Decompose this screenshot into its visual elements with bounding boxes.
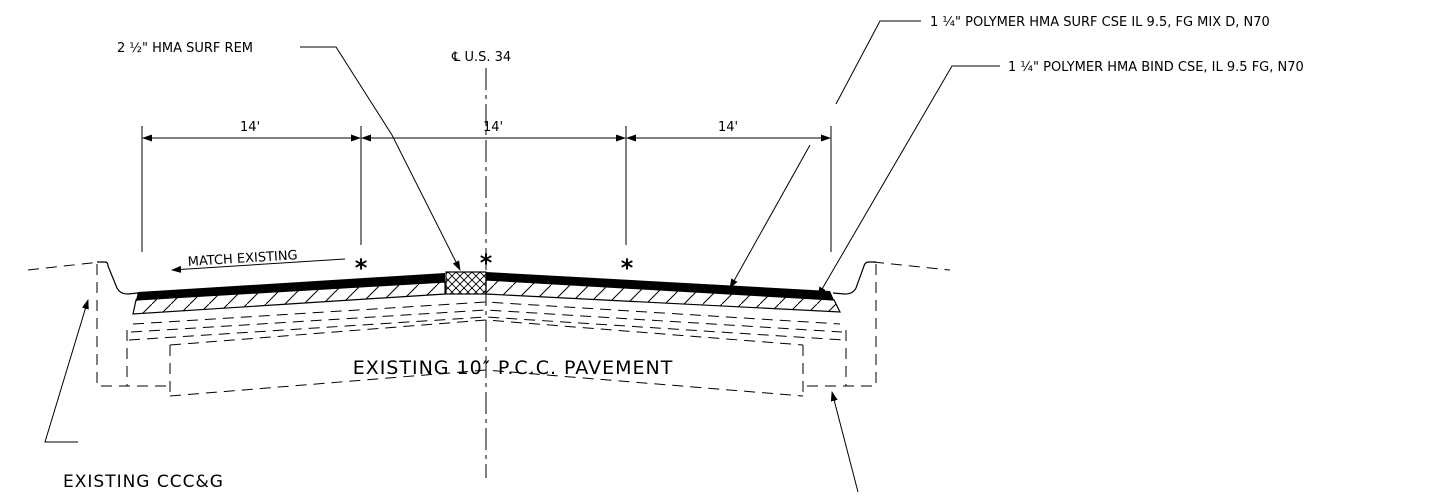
existing-hma-line-3 [128,316,845,341]
dim-label-center: 14' [483,120,503,135]
asterisk-marker-left: * [355,254,368,282]
existing-pavement-label: EXISTING 10″ P.C.C. PAVEMENT [353,357,674,379]
curb-gutter-right [832,261,876,295]
match-existing-arrow [171,258,346,273]
hma-removal-patch [445,271,487,295]
asterisk-marker-right: * [621,254,634,282]
centerline-label: ℄ U.S. 34 [451,50,511,65]
surface-course-arrow [729,144,811,289]
existing-curb-label: EXISTING CCC&G [63,472,224,492]
surface-course-right [486,272,834,300]
match-existing-label: MATCH EXISTING [187,248,298,270]
existing-curb-right-outline [803,264,877,387]
hma-removal-leader [300,46,461,271]
curb-gutter-left [97,261,139,295]
surface-course-label: 1 ¼" POLYMER HMA SURF CSE IL 9.5, FG MIX… [930,15,1270,30]
asterisk-marker-center: * [480,249,493,277]
existing-curb-left-outline [96,264,170,387]
existing-curb-leader-right [830,391,859,493]
binder-course-label: 1 ¼" POLYMER HMA BIND CSE, IL 9.5 FG, N7… [1008,60,1304,75]
dim-label-right: 14' [718,120,738,135]
surface-course-leader [835,20,921,105]
surface-course-left [136,273,445,300]
existing-hma-line-1 [132,301,841,325]
existing-ground-right [872,261,951,271]
binder-course-leader [817,65,1000,297]
hma-removal-label: 2 ½" HMA SURF REM [117,41,253,56]
existing-hma-line-2 [130,309,843,333]
existing-curb-leader-left [44,299,89,443]
dim-label-left: 14' [240,120,260,135]
existing-pcc-bottom [169,369,804,397]
existing-ground-left [27,261,101,271]
existing-pcc-top [169,319,804,346]
